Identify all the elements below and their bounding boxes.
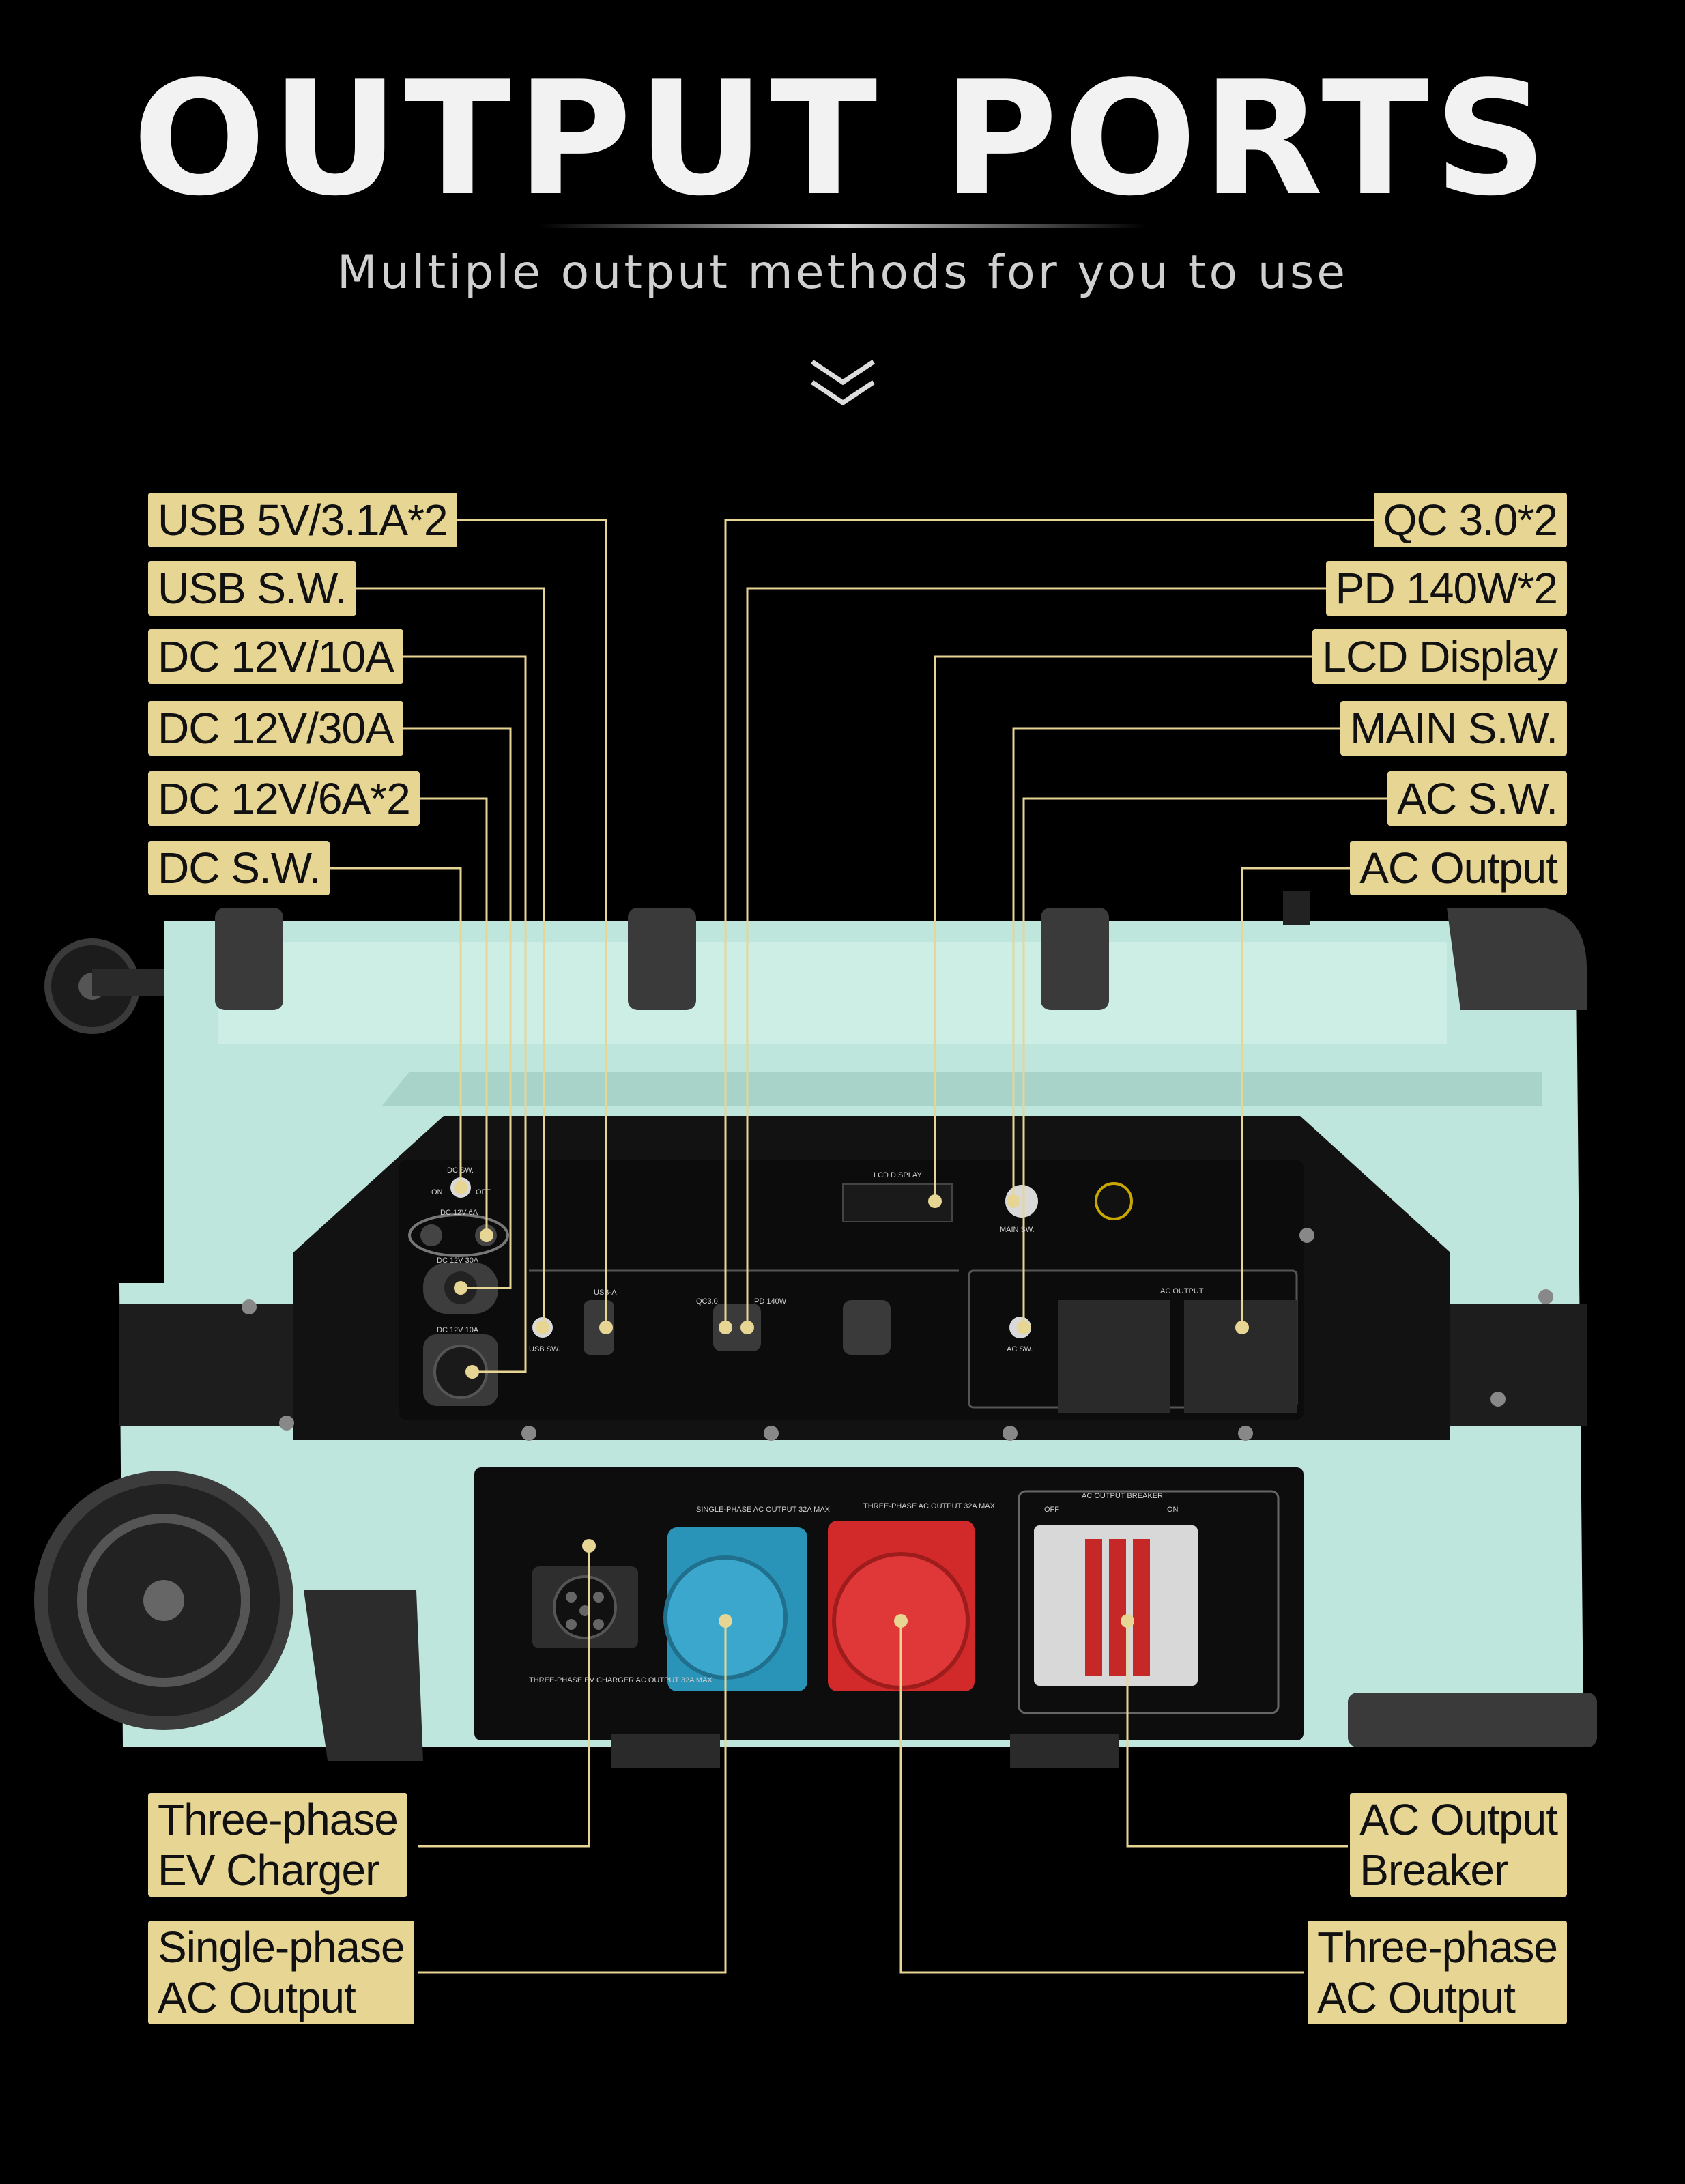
label-usb-5v: USB 5V/3.1A*2	[148, 493, 457, 547]
label-dc-12v-10a: DC 12V/10A	[148, 629, 403, 684]
label-main-switch: MAIN S.W.	[1340, 701, 1567, 756]
label-qc-3: QC 3.0*2	[1373, 493, 1567, 547]
pd-ports	[843, 1300, 891, 1355]
label-line: Three-phase	[1317, 1923, 1558, 1972]
label-lcd-display: LCD Display	[1312, 629, 1567, 684]
silk-qc: QC3.0	[696, 1297, 718, 1306]
silk-usb-sw: USB SW.	[529, 1345, 560, 1353]
label-line: AC Output	[1359, 1795, 1558, 1844]
label-pd-140w: PD 140W*2	[1325, 561, 1567, 616]
label-line: AC Output	[158, 1973, 356, 2022]
page-title: OUTPUT PORTS	[132, 48, 1553, 231]
label-ac-switch: AC S.W.	[1387, 771, 1567, 826]
label-three-phase-ac-output: Three-phase AC Output	[1308, 1921, 1567, 2024]
silk-breaker: AC OUTPUT BREAKER	[1082, 1492, 1163, 1500]
silk-single-phase: SINGLE-PHASE AC OUTPUT 32A MAX	[696, 1506, 831, 1514]
silk-breaker-on: ON	[1167, 1506, 1179, 1514]
silk-dc-6a: DC 12V 6A	[440, 1209, 478, 1217]
dc-6a-ports	[408, 1213, 509, 1257]
front-foot-left	[304, 1590, 423, 1761]
label-ac-output-breaker: AC Output Breaker	[1350, 1793, 1567, 1897]
label-single-phase-ac-output: Single-phase AC Output	[148, 1921, 414, 2024]
silk-usb-a: USB-A	[594, 1289, 617, 1297]
silk-off: OFF	[476, 1188, 491, 1196]
silk-pd: PD 140W	[754, 1297, 787, 1306]
power-button	[1095, 1182, 1133, 1220]
silk-ev-charger: THREE-PHASE EV CHARGER AC OUTPUT 32A MAX	[529, 1676, 712, 1684]
ac-outlet-2	[1184, 1300, 1297, 1413]
label-dc-12v-6a: DC 12V/6A*2	[148, 771, 420, 826]
silk-main-sw: MAIN SW.	[1000, 1226, 1035, 1234]
silk-lcd: LCD DISPLAY	[874, 1171, 922, 1179]
label-ac-output: AC Output	[1350, 841, 1567, 895]
silk-dc-10a: DC 12V 10A	[437, 1326, 479, 1334]
silk-three-phase: THREE-PHASE AC OUTPUT 32A MAX	[863, 1502, 996, 1510]
label-three-phase-ev-charger: Three-phase EV Charger	[148, 1793, 407, 1897]
label-dc-switch: DC S.W.	[148, 841, 330, 895]
label-line: Three-phase	[158, 1795, 399, 1844]
front-foot-right	[1348, 1693, 1597, 1747]
silk-ac-sw: AC SW.	[1007, 1345, 1033, 1353]
silk-on: ON	[431, 1188, 443, 1196]
label-line: Single-phase	[158, 1923, 405, 1972]
label-line: EV Charger	[158, 1845, 379, 1895]
page-subtitle: Multiple output methods for you to use	[336, 246, 1349, 300]
ac-outlet-1	[1058, 1300, 1170, 1413]
label-usb-switch: USB S.W.	[148, 561, 356, 616]
handle-mount-right	[1041, 908, 1109, 1010]
lcd-screen	[842, 1183, 953, 1222]
callout-leader-lines	[308, 519, 1420, 1974]
title-divider	[539, 224, 1147, 228]
handle-mount-mid	[628, 908, 696, 1010]
silk-dc-30a: DC 12V 30A	[437, 1256, 479, 1265]
silk-breaker-off: OFF	[1044, 1506, 1059, 1514]
label-line: Breaker	[1359, 1845, 1508, 1895]
silk-ac-output: AC OUTPUT	[1160, 1287, 1204, 1295]
handle-mount-left	[215, 908, 283, 1010]
label-dc-12v-30a: DC 12V/30A	[148, 701, 403, 756]
silk-dc-sw: DC SW.	[447, 1166, 474, 1175]
label-line: AC Output	[1317, 1973, 1516, 2022]
double-chevron-down-icon	[811, 360, 875, 406]
